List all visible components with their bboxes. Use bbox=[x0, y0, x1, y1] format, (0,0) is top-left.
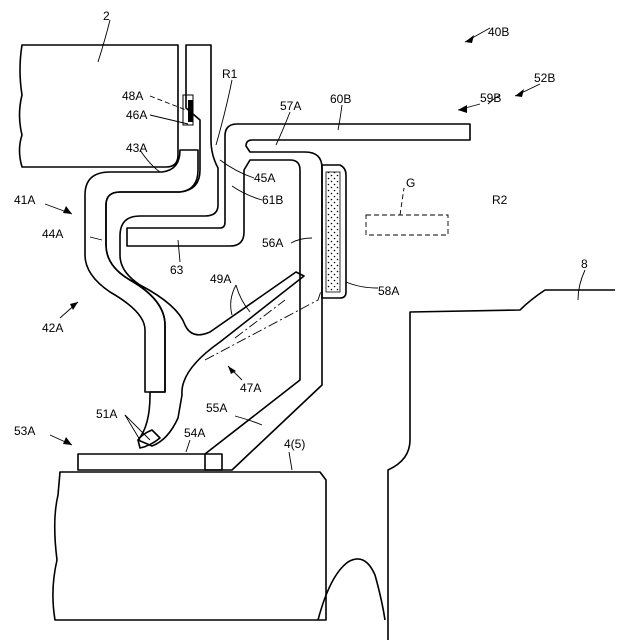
label-53A: 53A bbox=[14, 424, 35, 438]
label-51A: 51A bbox=[96, 407, 117, 421]
shaft-4-5 bbox=[53, 472, 326, 620]
label-59B: 59B bbox=[480, 91, 501, 105]
label-R1: R1 bbox=[222, 67, 238, 81]
label-40B: 40B bbox=[488, 25, 509, 39]
label-8: 8 bbox=[581, 257, 588, 271]
label-61B: 61B bbox=[262, 193, 283, 207]
gap-G bbox=[366, 188, 448, 235]
label-4-5: 4(5) bbox=[284, 437, 305, 451]
label-58A: 58A bbox=[378, 284, 399, 298]
label-43A: 43A bbox=[126, 141, 147, 155]
label-47A: 47A bbox=[240, 381, 261, 395]
label-60B: 60B bbox=[330, 92, 351, 106]
label-48A: 48A bbox=[122, 89, 143, 103]
label-44A: 44A bbox=[42, 227, 63, 241]
label-R2: R2 bbox=[492, 193, 508, 207]
label-2: 2 bbox=[103, 9, 110, 23]
label-63: 63 bbox=[170, 263, 184, 277]
label-46A: 46A bbox=[126, 108, 147, 122]
encoder-58A bbox=[322, 165, 346, 298]
label-56A: 56A bbox=[262, 236, 283, 250]
label-55A: 55A bbox=[206, 401, 227, 415]
reference-labels: 2 40B R1 48A 46A 52B 60B 57A 59B 43A 45A… bbox=[14, 9, 588, 451]
label-52B: 52B bbox=[534, 71, 555, 85]
label-54A: 54A bbox=[184, 426, 205, 440]
recess-46A-48A bbox=[183, 95, 193, 125]
sleeve-54A bbox=[78, 454, 222, 470]
label-42A: 42A bbox=[42, 321, 63, 335]
label-41A: 41A bbox=[14, 193, 35, 207]
label-45A: 45A bbox=[254, 171, 275, 185]
label-49A: 49A bbox=[210, 272, 231, 286]
label-G: G bbox=[406, 176, 415, 190]
housing-2 bbox=[20, 45, 179, 167]
member-8 bbox=[318, 290, 615, 640]
label-57A: 57A bbox=[280, 99, 301, 113]
